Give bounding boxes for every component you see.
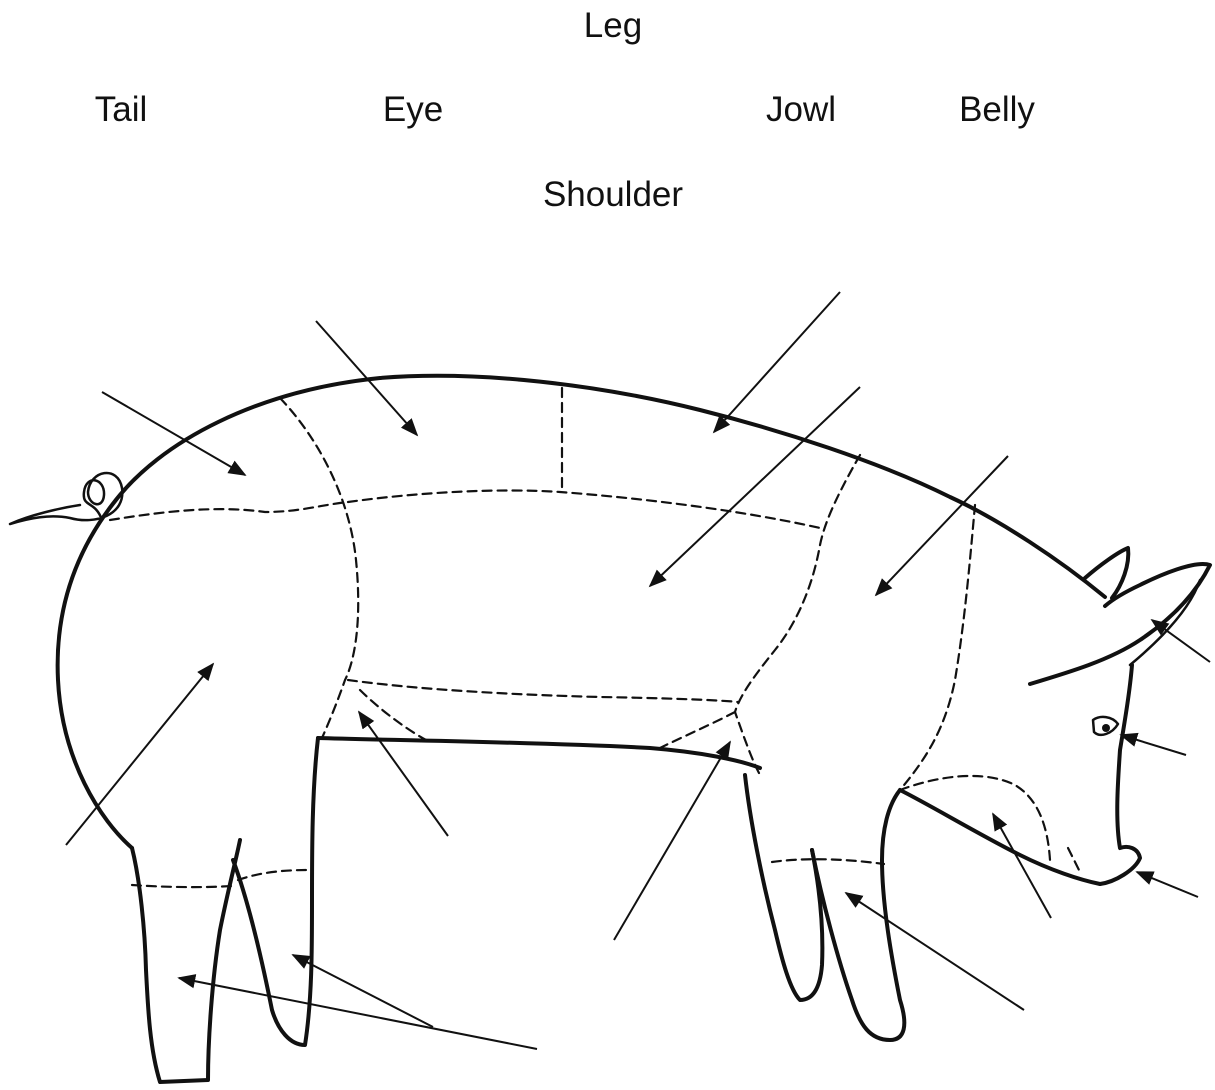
pointer-arrow-10 [1121, 735, 1186, 755]
pointer-arrow-4 [650, 387, 860, 586]
hind-leg-inner [233, 738, 318, 1045]
pointer-arrow-6 [66, 664, 213, 845]
jowl-line [900, 790, 1100, 884]
pointer-arrow-3 [714, 292, 840, 432]
cut-lines [110, 388, 1080, 887]
pointer-arrow-12 [1137, 872, 1198, 897]
hind-leg-outer [132, 840, 240, 1082]
pointer-arrow-14 [293, 955, 433, 1027]
eye-icon [1093, 717, 1118, 735]
front-leg-front [812, 790, 904, 1040]
pig-outline [10, 376, 1210, 1082]
curly-tail [10, 473, 122, 524]
pointer-arrow-13 [846, 893, 1024, 1010]
front-leg-back [745, 775, 822, 1000]
belly-line [318, 738, 760, 768]
pointer-arrows [66, 292, 1210, 1049]
ear-far [1085, 548, 1128, 598]
pointer-arrow-8 [614, 742, 730, 940]
pointer-arrow-9 [1152, 620, 1210, 662]
snout [1100, 665, 1140, 884]
pointer-arrow-1 [102, 392, 245, 475]
pointer-arrow-5 [876, 456, 1008, 595]
pointer-arrow-7 [359, 712, 448, 836]
